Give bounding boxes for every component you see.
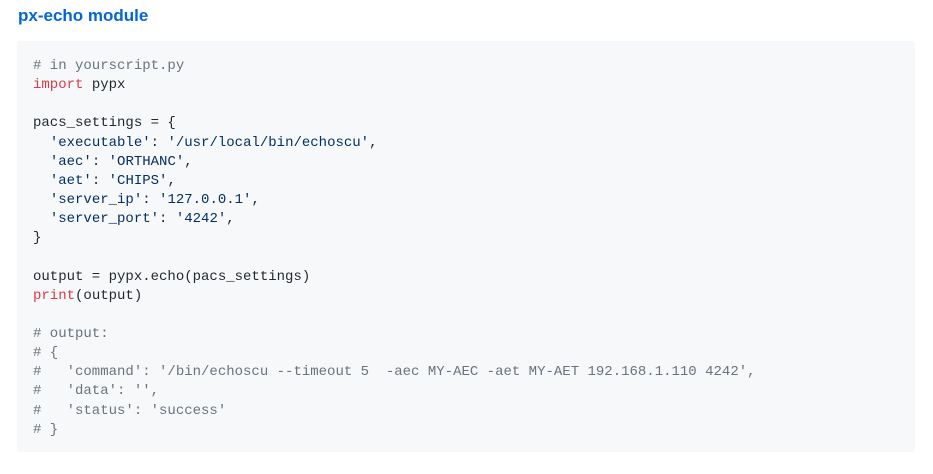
code-line: import pypx (33, 76, 756, 95)
code-token-plain: : (91, 172, 109, 189)
code-token-keyword: import (33, 77, 84, 94)
code-token-plain: pypx (83, 77, 126, 94)
code-token-string: '/usr/local/bin/echoscu' (167, 134, 370, 151)
code-token-comment: # 'status': 'success' (33, 402, 227, 419)
code-token-plain (33, 135, 50, 151)
code-token-string: 'aec' (49, 153, 92, 170)
code-token-string: '4242' (175, 211, 227, 228)
code-line: ​ (33, 306, 756, 325)
code-token-string: '127.0.0.1' (159, 191, 252, 208)
code-line: # 'data': '', (33, 382, 756, 401)
code-token-plain: , (251, 191, 260, 208)
code-line: output = pypx.echo(pacs_settings) (33, 268, 756, 287)
code-token-plain: , (369, 134, 378, 151)
code-line: 'server_port': '4242', (33, 210, 756, 229)
code-token-string: 'CHIPS' (108, 172, 168, 189)
code-token-plain (33, 192, 50, 208)
code-line: # output: (33, 325, 756, 344)
code-line: 'executable': '/usr/local/bin/echoscu', (33, 134, 756, 153)
code-line: # 'command': '/bin/echoscu --timeout 5 -… (33, 363, 756, 382)
code-token-plain: , (226, 211, 235, 228)
code-token-comment: # } (33, 421, 59, 438)
code-token-string: 'aet' (49, 172, 92, 189)
code-line: # 'status': 'success' (33, 402, 756, 421)
code-line: print(output) (33, 287, 756, 306)
section-heading: px-echo module (18, 6, 149, 25)
code-token-plain (33, 211, 50, 227)
code-token-plain: , (167, 172, 176, 189)
code-token-plain: pacs_settings = { (33, 115, 176, 132)
code-line: pacs_settings = { (33, 114, 756, 133)
code-line: 'aec': 'ORTHANC', (33, 153, 756, 172)
code-token-plain: (output) (75, 287, 143, 304)
code-token-plain: output = pypx.echo(pacs_settings) (33, 268, 311, 285)
code-token-plain: : (142, 191, 160, 208)
code-line: # { (33, 344, 756, 363)
code-token-string: 'ORTHANC' (108, 153, 185, 170)
code-token-plain (33, 154, 50, 170)
code-line: 'aet': 'CHIPS', (33, 172, 756, 191)
code-line: } (33, 229, 756, 248)
code-token-plain: : (150, 134, 168, 151)
code-token-plain: , (184, 153, 193, 170)
code-line: 'server_ip': '127.0.0.1', (33, 191, 756, 210)
code-line: ​ (33, 248, 756, 267)
code-token-plain (33, 173, 50, 189)
code-token-comment: # in yourscript.py (33, 58, 185, 74)
code-token-comment: # 'data': '', (33, 383, 160, 400)
code-line: # in yourscript.py (33, 57, 756, 76)
code-token-builtin: print (33, 287, 76, 304)
code-line: ​ (33, 95, 756, 114)
code-token-plain: } (33, 230, 42, 247)
code-token-string: 'server_ip' (49, 191, 143, 208)
code-token-comment: # 'command': '/bin/echoscu --timeout 5 -… (33, 364, 756, 381)
code-line: # } (33, 421, 756, 440)
code-token-plain: : (91, 153, 109, 170)
code-token-string: 'server_port' (49, 211, 160, 228)
code-token-plain: : (159, 211, 176, 228)
code-token-string: 'executable' (49, 134, 151, 151)
code-token-comment: # { (33, 345, 59, 362)
code-token-comment: # output: (33, 325, 109, 342)
